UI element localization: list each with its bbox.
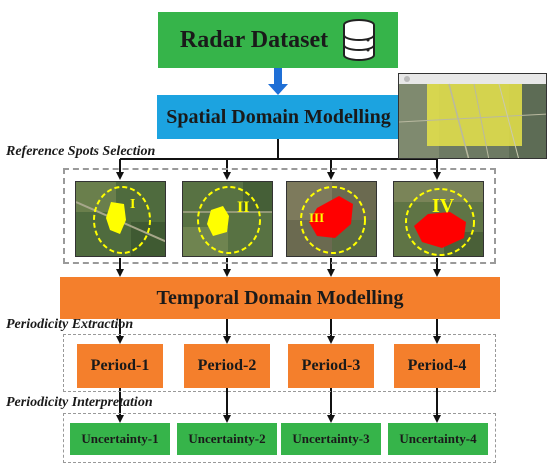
blue-arrow — [268, 68, 288, 95]
uncertainty-label-2: Uncertainty-2 — [188, 431, 266, 446]
uncertainty-label-1: Uncertainty-1 — [81, 431, 159, 446]
uncertainty-box-3: Uncertainty-3 — [281, 423, 381, 455]
satellite-map-graphic — [399, 74, 546, 158]
periodicity-extraction-label: Periodicity Extraction — [6, 317, 134, 332]
uncertainties-container — [63, 413, 496, 463]
period-box-1: Period-1 — [77, 344, 163, 388]
spot-4-graphic: IV — [394, 182, 483, 256]
period-label-4: Period-4 — [407, 357, 467, 374]
period-label-2: Period-2 — [197, 357, 257, 374]
uncertainty-label-4: Uncertainty-4 — [399, 431, 477, 446]
spot-2-numeral: II — [237, 199, 249, 216]
spot-thumbnail-2: II — [182, 181, 273, 257]
uncertainty-box-2: Uncertainty-2 — [177, 423, 277, 455]
spot-3-numeral: III — [309, 210, 324, 225]
satellite-map-image — [398, 73, 547, 159]
reference-spots-label: Reference Spots Selection — [6, 144, 156, 159]
periods-container — [63, 334, 496, 392]
spot-thumbnail-4: IV — [393, 181, 484, 257]
spatial-modelling-label: Spatial Domain Modelling — [166, 105, 391, 128]
database-icon — [343, 19, 376, 61]
period-label-1: Period-1 — [90, 357, 150, 374]
uncertainty-box-4: Uncertainty-4 — [388, 423, 488, 455]
spots-container — [63, 168, 496, 264]
periodicity-interpretation-label: Periodicity Interpretation — [6, 395, 153, 410]
temporal-modelling-box: Temporal Domain Modelling — [60, 277, 500, 319]
uncertainty-box-1: Uncertainty-1 — [70, 423, 170, 455]
spot-thumbnail-3: III — [286, 181, 377, 257]
period-box-4: Period-4 — [394, 344, 480, 388]
spot-3-graphic: III — [287, 182, 376, 256]
spot-1-numeral: I — [130, 197, 135, 212]
spot-4-numeral: IV — [432, 195, 455, 217]
period-label-3: Period-3 — [301, 357, 361, 374]
period-box-3: Period-3 — [288, 344, 374, 388]
temporal-modelling-label: Temporal Domain Modelling — [156, 286, 404, 309]
spot-thumbnail-1: I — [75, 181, 166, 257]
radar-dataset-box: Radar Dataset — [158, 12, 398, 68]
spot-1-graphic: I — [76, 182, 165, 256]
uncertainty-label-3: Uncertainty-3 — [292, 431, 370, 446]
spot-2-graphic: II — [183, 182, 272, 256]
radar-dataset-label: Radar Dataset — [179, 26, 329, 53]
spatial-modelling-box: Spatial Domain Modelling — [157, 95, 400, 139]
period-box-2: Period-2 — [184, 344, 270, 388]
